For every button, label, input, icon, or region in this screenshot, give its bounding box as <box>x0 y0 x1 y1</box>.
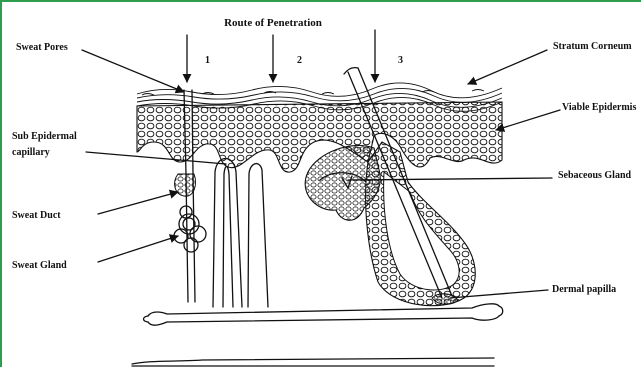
leader-viable-epidermis <box>496 110 560 130</box>
label-viable-epidermis: Viable Epidermis <box>562 102 636 113</box>
base-vessel <box>148 304 499 325</box>
label-sub-epidermal-line1: Sub Epidermal <box>12 131 77 142</box>
sweat-gland-coil <box>174 206 206 252</box>
label-sweat-gland: Sweat Gland <box>12 260 67 271</box>
leader-sub-epidermal <box>86 152 226 164</box>
label-sweat-duct: Sweat Duct <box>12 210 61 221</box>
leader-stratum-corneum <box>468 50 547 84</box>
label-sebaceous-gland: Sebaceous Gland <box>558 170 632 181</box>
route-number-3: 3 <box>398 55 403 66</box>
diagram-title: Route of Penetration <box>224 17 322 29</box>
label-sub-epidermal-line2: capillary <box>12 147 50 158</box>
lower-vessel <box>132 358 494 366</box>
leader-sweat-pores <box>82 50 184 92</box>
leader-sweat-duct <box>98 192 178 214</box>
label-sweat-pores: Sweat Pores <box>16 42 68 53</box>
leader-sweat-gland <box>98 236 178 262</box>
route-number-1: 1 <box>205 55 210 66</box>
sub-epidermal-capillary <box>213 159 242 308</box>
label-stratum-corneum: Stratum Corneum <box>553 41 632 52</box>
route-number-2: 2 <box>297 55 302 66</box>
capillary-branch <box>248 164 268 307</box>
label-dermal-papilla: Dermal papilla <box>552 284 616 295</box>
